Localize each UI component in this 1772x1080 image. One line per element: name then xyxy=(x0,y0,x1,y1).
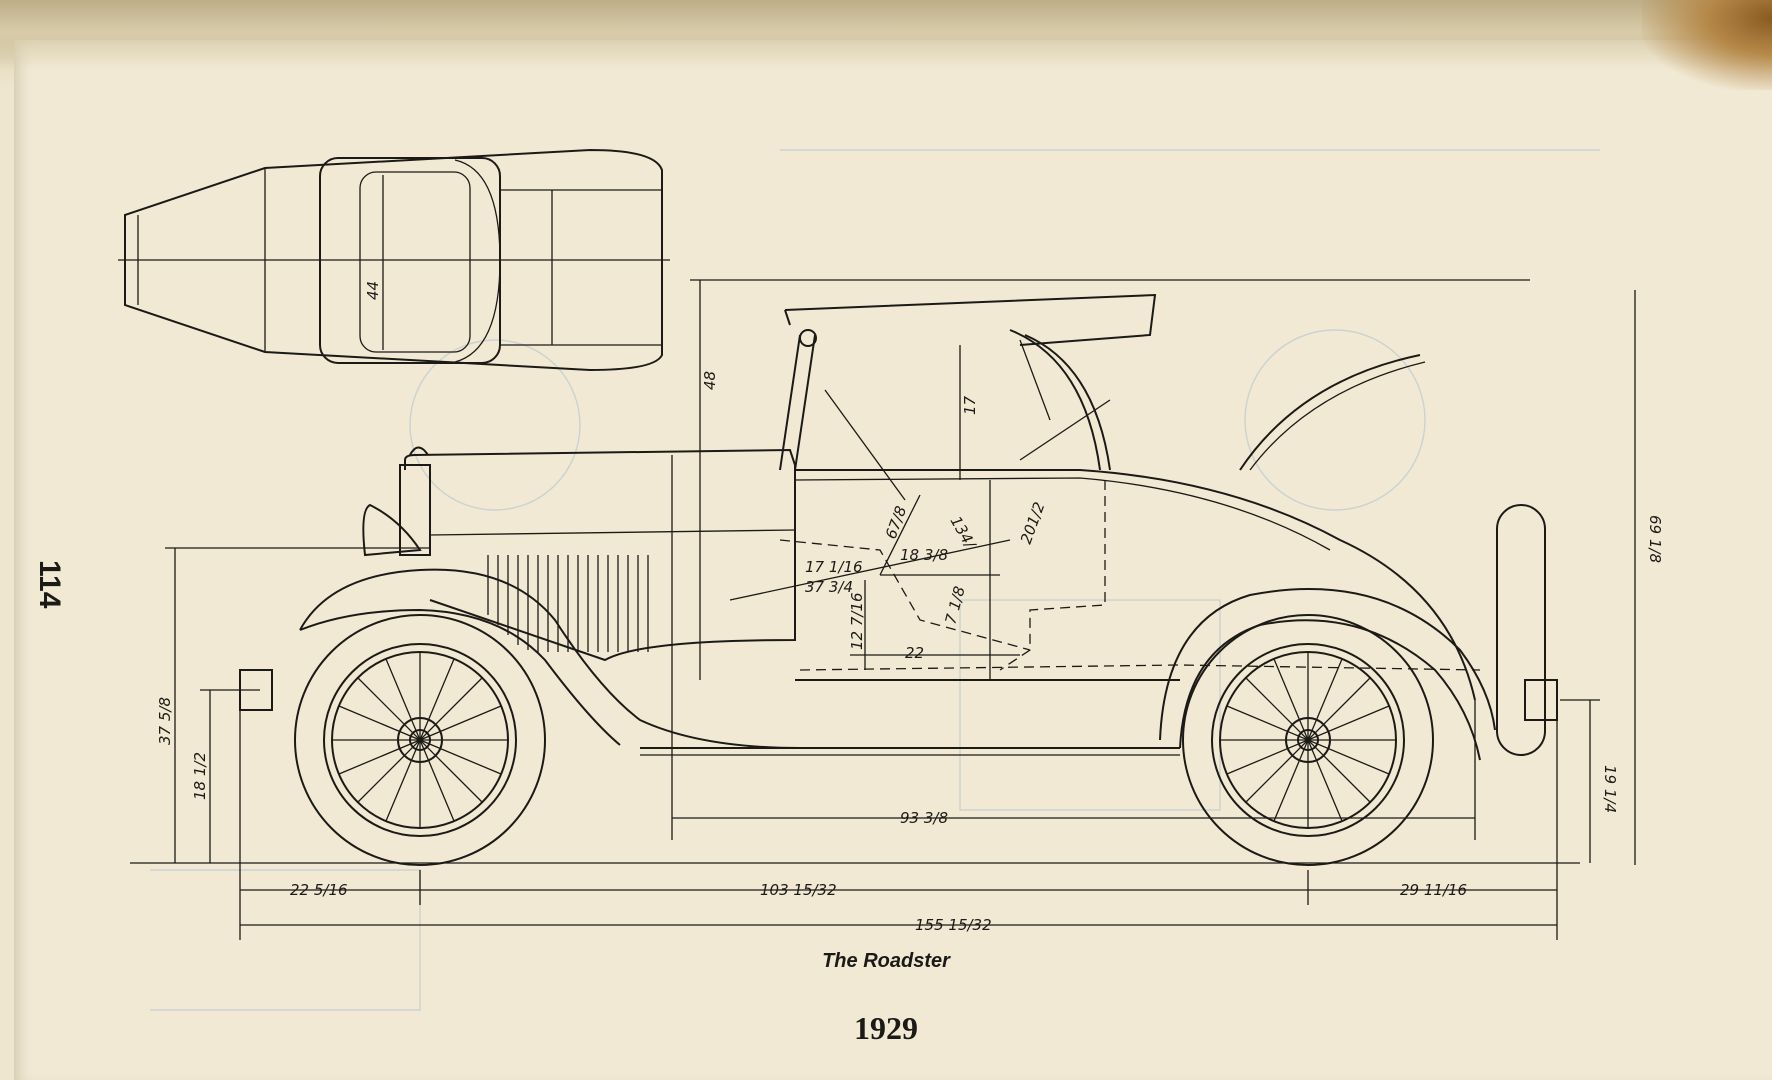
dim-front-height: 37 5/8 xyxy=(156,697,174,745)
dim-rear-height: 19 1/4 xyxy=(1601,765,1619,813)
dim-windshield-height: 48 xyxy=(701,371,719,390)
figure-caption: The Roadster xyxy=(822,950,950,972)
dim-front-overhang: 22 5/16 xyxy=(290,881,348,899)
dim-top-width: 44 xyxy=(364,281,382,300)
dim-seat-d: 17 1/16 xyxy=(805,558,863,576)
page-number: 114 xyxy=(33,560,66,609)
dim-seat-e: 18 3/8 xyxy=(900,546,948,564)
dim-overall-length: 155 15/32 xyxy=(915,916,992,934)
front-wheel xyxy=(294,614,546,866)
book-page xyxy=(14,40,1772,1080)
dim-seat-floor: 22 xyxy=(905,644,924,662)
dim-top-height: 17 xyxy=(961,395,979,415)
rear-wheel xyxy=(1182,614,1434,866)
top-edge-stain xyxy=(0,0,1772,70)
dim-front-ground: 18 1/2 xyxy=(191,752,209,800)
dim-wheelbase: 103 15/32 xyxy=(760,881,837,899)
dim-body-length: 93 3/8 xyxy=(900,809,948,827)
dimension-lines xyxy=(165,279,1636,940)
bleed-through xyxy=(150,149,1600,1011)
dim-seat-g: 12 7/16 xyxy=(848,592,866,650)
corner-stain xyxy=(1642,0,1772,90)
dim-overall-height: 69 1/8 xyxy=(1646,515,1664,563)
side-view xyxy=(130,293,1580,866)
dim-rear-overhang: 29 11/16 xyxy=(1400,881,1467,899)
dim-seat-f: 37 3/4 xyxy=(805,578,853,596)
year-label: 1929 xyxy=(854,1010,918,1046)
top-view: 44 xyxy=(118,148,670,372)
dim-seat-h: 7 1/8 xyxy=(941,584,968,626)
dim-seat-c: 201/2 xyxy=(1017,500,1049,547)
